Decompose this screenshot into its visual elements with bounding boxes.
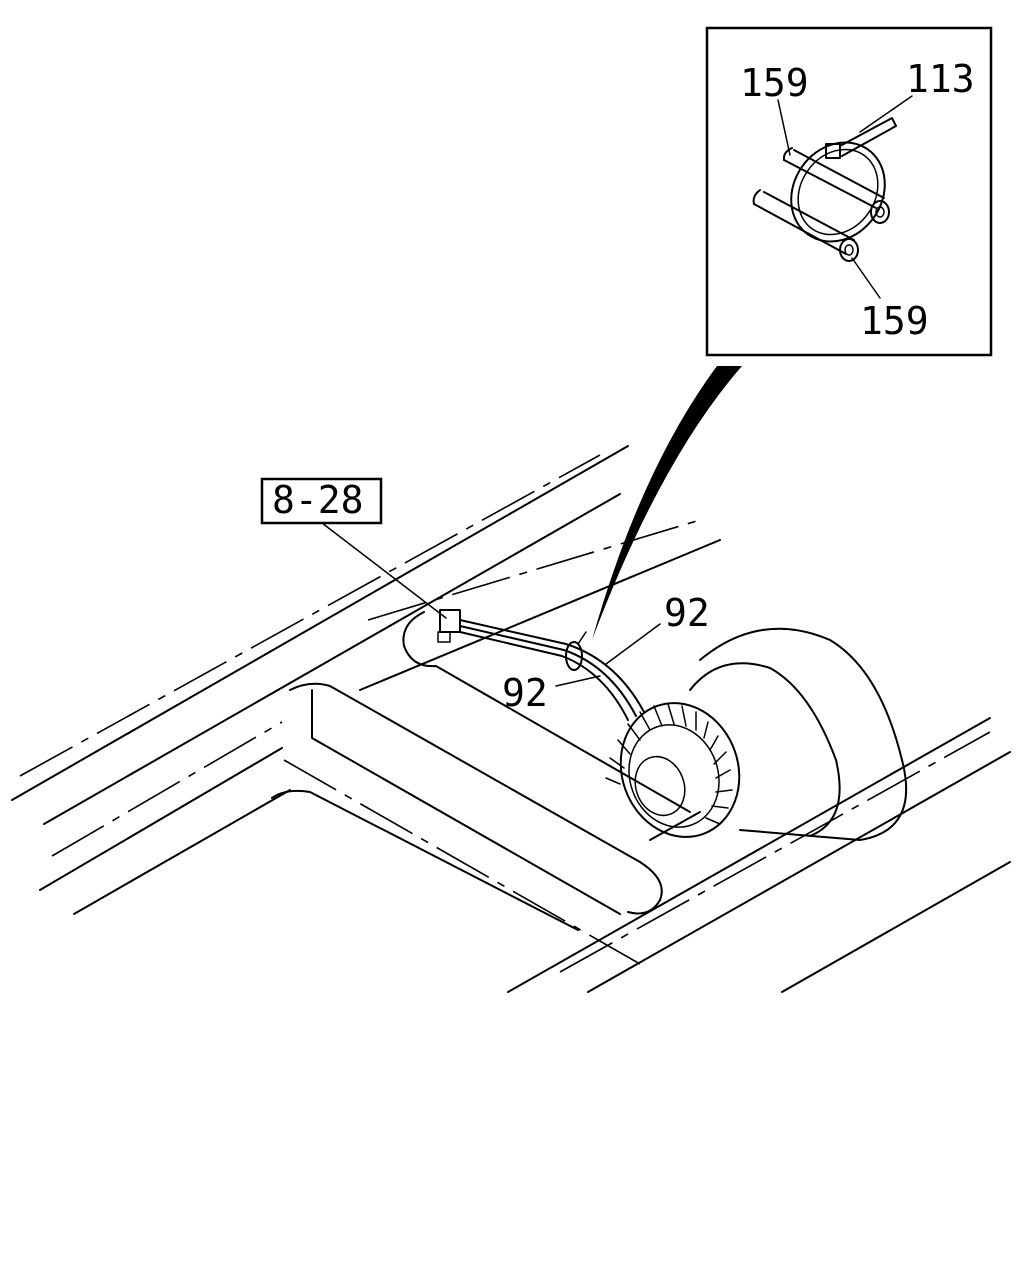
label-113: 113 bbox=[906, 57, 975, 101]
crossmember bbox=[289, 682, 663, 915]
hub-center bbox=[634, 755, 686, 817]
rail-right-center bbox=[559, 731, 991, 973]
label-159-bottom: 159 bbox=[860, 299, 929, 343]
wheel-hub-assembly bbox=[605, 627, 908, 841]
crossmember-lower bbox=[271, 789, 579, 931]
rail-center-2 bbox=[51, 721, 283, 857]
tube-upper-center bbox=[367, 519, 701, 621]
tube-upper bbox=[402, 611, 691, 813]
leader-159-bottom bbox=[851, 257, 881, 299]
label-92-lower: 92 bbox=[502, 671, 548, 715]
leader-159-top bbox=[777, 99, 791, 156]
rail-right-2 bbox=[587, 751, 1011, 993]
cable-tie-ring-inner bbox=[797, 148, 879, 236]
hose-lower-bore bbox=[844, 244, 854, 256]
label-92-upper: 92 bbox=[664, 591, 710, 635]
rail-outer-1 bbox=[11, 445, 629, 801]
rail-outer-4 bbox=[73, 789, 291, 915]
inset-detail: 159 113 159 bbox=[705, 26, 993, 357]
chassis-frame bbox=[11, 445, 1011, 993]
cable-tie-ring bbox=[790, 141, 886, 243]
cable-tie-tail bbox=[839, 117, 897, 157]
leader-8-28 bbox=[321, 522, 447, 619]
crossmember-inner bbox=[311, 689, 621, 915]
rail-right-3 bbox=[781, 861, 1011, 993]
hose-upper-end bbox=[870, 200, 890, 224]
rail-outer-2 bbox=[43, 493, 621, 825]
sensor-rotor bbox=[619, 702, 741, 838]
hose-upper-cap bbox=[782, 147, 793, 161]
hose-lower-cap bbox=[752, 189, 761, 205]
hose-upper-bore bbox=[875, 206, 885, 218]
reference-box[interactable]: 8-28 bbox=[260, 477, 383, 525]
label-159-top: 159 bbox=[740, 61, 809, 105]
reference-box-label: 8-28 bbox=[272, 478, 364, 522]
leader-92-lower bbox=[555, 675, 601, 687]
hose-upper bbox=[783, 149, 885, 209]
leader-92-upper bbox=[605, 623, 661, 665]
drum-back bbox=[689, 662, 841, 837]
rail-outer-3 bbox=[39, 747, 283, 891]
crossmember-center bbox=[283, 759, 641, 965]
connector bbox=[439, 609, 461, 633]
rail-right-1 bbox=[507, 717, 991, 993]
leader-113 bbox=[859, 95, 913, 133]
harness-wire-1 bbox=[459, 619, 645, 713]
harness-clamp bbox=[565, 641, 583, 671]
sensor-rotor-inner bbox=[628, 724, 720, 828]
cable-tie-head bbox=[825, 143, 841, 159]
hose-lower bbox=[753, 191, 855, 255]
rail-center-1 bbox=[19, 454, 601, 777]
inset-frame bbox=[705, 26, 993, 357]
tube-upper-top bbox=[359, 539, 721, 691]
tube-upper-bottom bbox=[649, 811, 701, 841]
connector-clip bbox=[437, 631, 451, 643]
hose-lower-end bbox=[839, 238, 859, 262]
reference-box-frame bbox=[260, 477, 383, 525]
rotor-teeth bbox=[605, 703, 733, 825]
drum-outer bbox=[699, 627, 908, 841]
harness-clamp-tab bbox=[577, 631, 587, 645]
